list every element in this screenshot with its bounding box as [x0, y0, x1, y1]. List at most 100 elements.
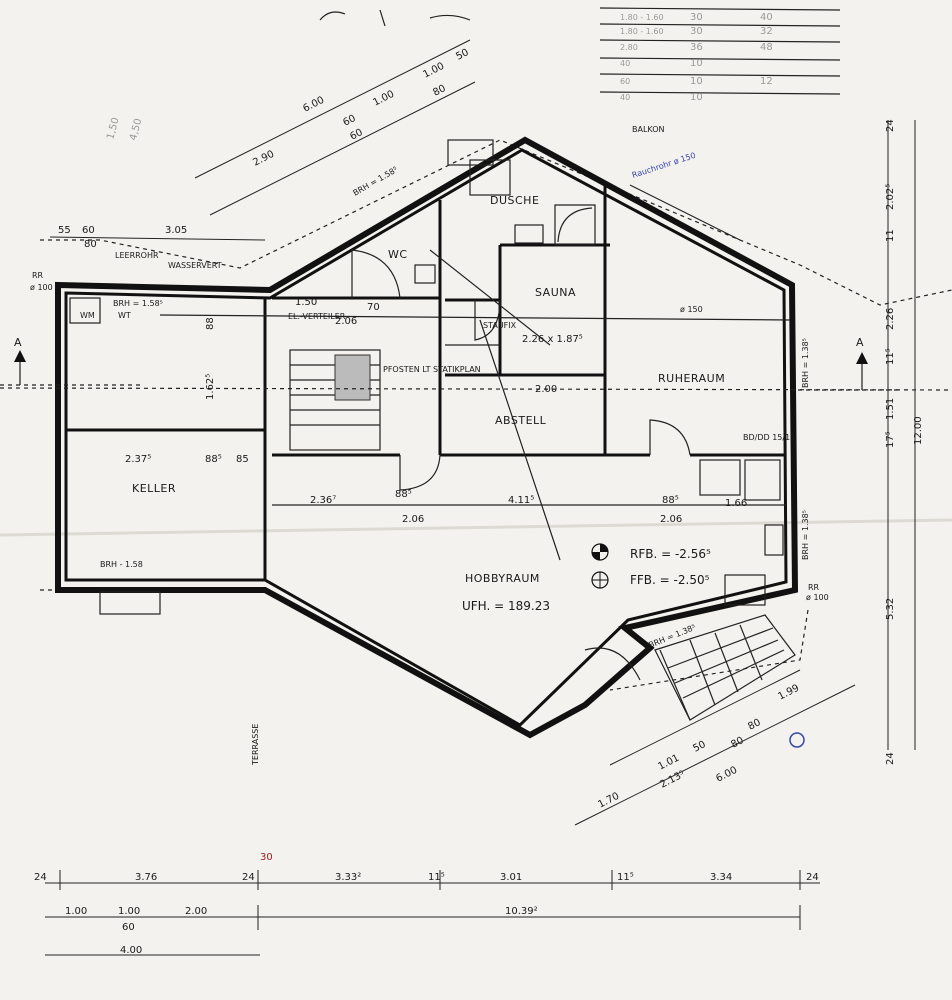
- dim: 11⁵: [885, 348, 896, 365]
- dim: 12.00: [913, 416, 924, 445]
- table-cell: 36: [690, 42, 703, 53]
- dim: 10.39²: [505, 906, 538, 917]
- dim: 24: [34, 872, 47, 883]
- dim: 88⁵: [395, 489, 412, 500]
- top-left-dimensions: 55 60 80 3.05: [49, 225, 266, 250]
- dim: 60: [348, 127, 364, 143]
- dim: 50: [454, 47, 470, 63]
- label-el-verteiler: EL.-VERTEILER: [288, 312, 346, 321]
- dim: 3.34: [710, 872, 732, 883]
- dim: 1.51: [885, 398, 896, 420]
- room-ruheraum: RUHERAUM: [658, 372, 725, 385]
- dim: 17⁵: [885, 431, 896, 448]
- dim: 88: [205, 317, 216, 330]
- table-cell: 10: [690, 58, 703, 69]
- fixtures: [69, 139, 784, 615]
- section-label-a: A: [14, 336, 22, 349]
- dim: 24: [885, 119, 896, 132]
- dim: 24: [242, 872, 255, 883]
- dim: 60: [82, 225, 95, 236]
- room-hobbyraum: HOBBYRAUM: [465, 572, 540, 585]
- sauna-size: 2.26 x 1.87⁵: [522, 334, 583, 345]
- door-swings: [351, 249, 691, 681]
- table-cell: 2.80: [620, 43, 638, 52]
- dim: 3.05: [165, 225, 187, 236]
- pencil-circle: [789, 732, 805, 748]
- right-dimensions: 24 2.02⁵ 11 2.26 11⁵ 1.51 17⁵ 12.00 5.32…: [885, 119, 924, 765]
- dim: 1.62⁵: [205, 374, 216, 400]
- pipe-diagonal: [479, 319, 561, 561]
- level-symbol-ffb: [591, 571, 609, 589]
- pipe-line: [159, 314, 791, 321]
- interior-stairs: [289, 349, 381, 451]
- table-cell: 40: [620, 93, 630, 102]
- dim: 2.37⁵: [125, 454, 151, 465]
- table-cell: 10: [690, 92, 703, 103]
- label-rr: RR: [808, 583, 820, 592]
- label-leerrohr: LEERROHR: [115, 251, 159, 260]
- dim: 88⁵: [205, 454, 222, 465]
- label-rfb: RFB. = -2.56⁵: [630, 547, 711, 561]
- dim: 2.00: [185, 906, 207, 917]
- dim: 70: [367, 302, 380, 313]
- dim: 3.33²: [335, 872, 361, 883]
- dim: 3.01: [500, 872, 522, 883]
- room-balkon: BALKON: [632, 125, 665, 134]
- label-ffb: FFB. = -2.50⁵: [630, 573, 710, 587]
- label-rr-size: ø 100: [806, 593, 829, 602]
- pipe-diagonal-2: [429, 249, 551, 346]
- section-line: [0, 387, 952, 391]
- dim: 2.36⁷: [310, 495, 336, 506]
- dim: 80: [729, 735, 745, 751]
- chimney-pipe: [629, 184, 741, 241]
- dim: 11⁵: [428, 872, 445, 883]
- label-pipe-150: ø 150: [680, 305, 703, 314]
- label-wm: WM: [80, 311, 95, 320]
- table-cell: 60: [620, 77, 630, 86]
- label-wt: WT: [118, 311, 131, 320]
- label-brh-158: BRH = 1.58⁵: [113, 299, 163, 308]
- dim: 4.00: [120, 945, 142, 956]
- dim: 1.00: [65, 906, 87, 917]
- dim: 1.50: [295, 297, 317, 308]
- table-cell: 40: [760, 12, 773, 23]
- pencil-marks: [319, 9, 471, 27]
- bottom-dimensions: 24 3.76 24 3.33² 11⁵ 3.01 11⁵ 3.34 24 1.…: [34, 852, 820, 956]
- dim: 88⁵: [662, 495, 679, 506]
- dim: 80: [431, 83, 447, 99]
- label-brh-158b: BRH - 1.58: [100, 560, 143, 569]
- exterior-stairs: [654, 614, 796, 721]
- room-dusche: DUSCHE: [490, 194, 539, 207]
- interior-walls: [66, 185, 786, 580]
- label-brh-138: BRH = 1.38⁵: [801, 510, 810, 560]
- dim: 60: [122, 922, 135, 933]
- room-keller: KELLER: [132, 482, 176, 495]
- section-label-a: A: [856, 336, 864, 349]
- dim: 60: [341, 113, 357, 129]
- label-terrasse: TERRASSE: [251, 724, 260, 766]
- dim-red: 30: [260, 852, 273, 863]
- interior-dimensions: 2.37⁵ 88⁵ 85 2.36⁷ 88⁵ 2.06 4.11⁵ 88⁵ 1.…: [125, 297, 747, 525]
- interior-wall-line: [64, 148, 788, 727]
- section-marker-left: A: [0, 336, 140, 386]
- dim: 24: [806, 872, 819, 883]
- dim: 2.06: [335, 316, 357, 327]
- label-staufix: STAUFIX: [483, 321, 517, 330]
- level-symbol-rfb: [591, 543, 609, 561]
- table-cell: 40: [620, 59, 630, 68]
- room-sauna: SAUNA: [535, 286, 576, 299]
- table-cell: 1.80 - 1.60: [620, 13, 664, 22]
- dim: 24: [885, 752, 896, 765]
- dim: 50: [691, 739, 707, 755]
- dim: 2.26: [885, 308, 896, 330]
- dim: 3.76: [135, 872, 157, 883]
- dim: 2.00: [535, 384, 557, 395]
- label-pfosten: PFOSTEN LT STATIKPLAN: [383, 365, 481, 374]
- table-cell: 32: [760, 26, 773, 37]
- property-line-top: [40, 139, 952, 306]
- dim: 4.11⁵: [508, 495, 534, 506]
- label-ufh: UFH. = 189.23: [462, 599, 550, 613]
- table-cell: 48: [760, 42, 773, 53]
